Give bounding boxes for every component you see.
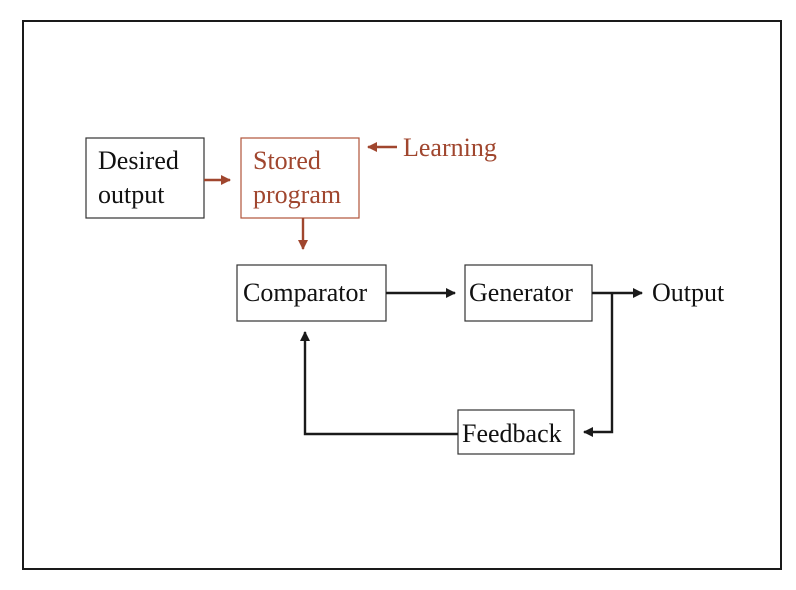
comparator-label: Comparator — [243, 278, 368, 307]
stored-program-block: Stored program — [240, 137, 360, 219]
comparator-block: Comparator — [236, 264, 387, 322]
stored-program-label-line2: program — [253, 180, 341, 209]
desired-output-block: Desired output — [85, 137, 205, 219]
feedback-block: Feedback — [457, 409, 575, 455]
generator-label: Generator — [469, 278, 573, 307]
arrow-feedback-to-comparator — [300, 331, 458, 436]
desired-output-label-line1: Desired — [98, 146, 179, 175]
generator-block: Generator — [464, 264, 593, 322]
desired-output-label-line2: output — [98, 180, 165, 209]
slide-frame — [22, 20, 782, 570]
feedback-label: Feedback — [462, 419, 562, 448]
learning-label: Learning — [403, 133, 497, 162]
arrow-output-to-feedback — [583, 293, 614, 437]
output-label: Output — [652, 278, 725, 307]
stored-program-label-line1: Stored — [253, 146, 321, 175]
